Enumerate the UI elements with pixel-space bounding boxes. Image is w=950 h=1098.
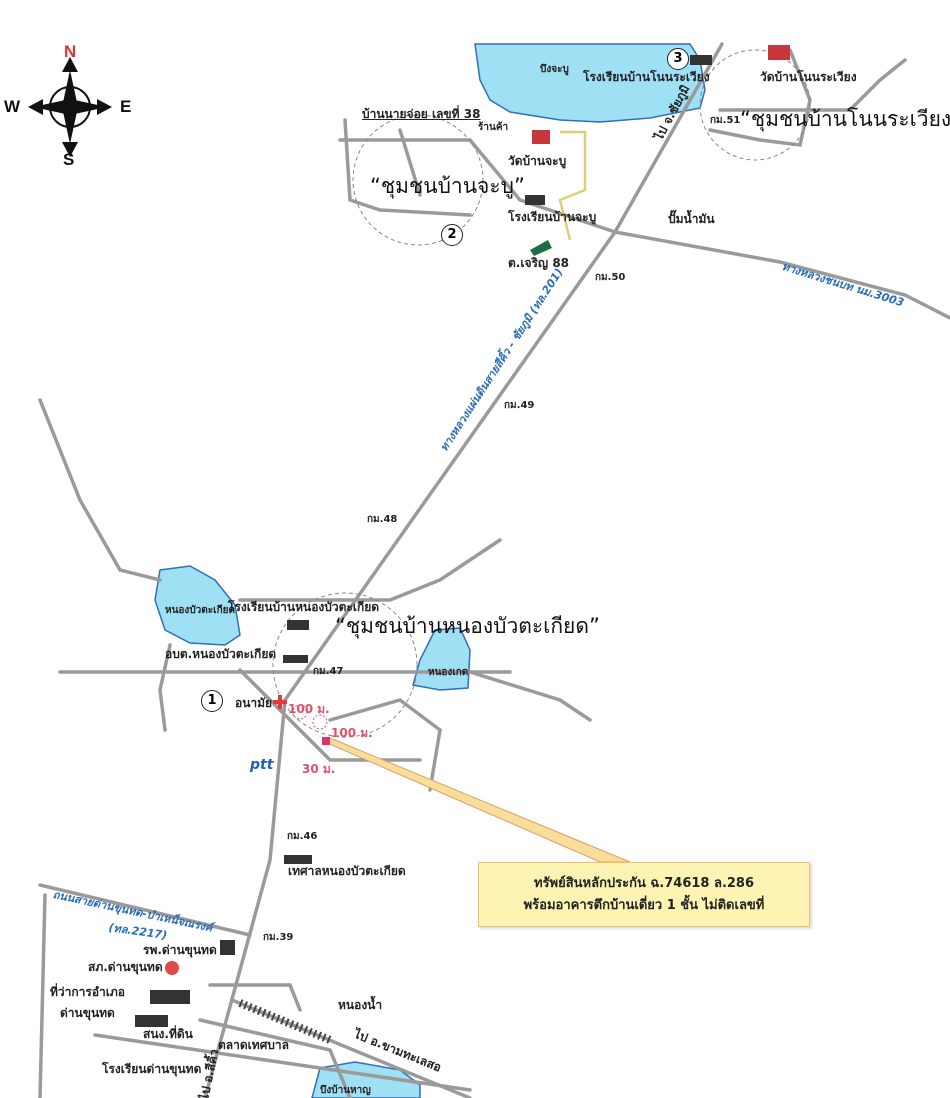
label-police: สภ.ด่านขุนทด [88, 960, 163, 974]
label-hospital: รพ.ด่านขุนทด [143, 943, 217, 957]
lake-nong-ket [412, 627, 471, 691]
km-49: กม.49 [504, 400, 535, 411]
lake-nong-bua [154, 565, 241, 646]
temple-icons [532, 45, 790, 144]
distance-circle [292, 704, 308, 720]
compass-e: E [120, 97, 132, 116]
marker-3: 3 [667, 48, 689, 70]
km-51: กม.51 [710, 115, 741, 126]
label-land-office: สนง.ที่ดิน [143, 1027, 193, 1041]
label-health: อนามัย [235, 696, 273, 710]
property-callout: ทรัพย์สินหลักประกัน ฉ.74618 ล.286 พร้อมอ… [478, 862, 810, 927]
water-bueng-ban-han: บึงบ้านหาญ [320, 1085, 371, 1096]
compass-n: N [64, 42, 77, 61]
label-municipality: เทศาลหนองบัวตะเกียด [288, 864, 406, 878]
label-district-office-1: ที่ว่าการอำเภอ [50, 985, 125, 999]
callout-pointer [324, 737, 631, 863]
water-nong-nam: หนองน้ำ [338, 998, 383, 1012]
police-icon [165, 961, 179, 975]
label-school-nonrawiang: โรงเรียนบ้านโนนระเวียง [583, 70, 710, 84]
marker-1: 1 [201, 690, 223, 712]
label-school-dankhuntot: โรงเรียนด่านขุนทด [102, 1062, 202, 1076]
label-shop: ร้านค้า [478, 122, 509, 133]
distance-circle [312, 714, 328, 730]
community-nonrawiang: “ชุมชนบ้านโนนระเวียง” [740, 107, 950, 131]
distance-3: 30 ม. [302, 762, 336, 776]
water-bueng-chabu: บึงจะบู [540, 64, 569, 75]
callout-line-2: พร้อมอาคารตึกบ้านเดี่ยว 1 ชั้น ไม่ติดเลข… [523, 897, 765, 913]
hatched-road [238, 999, 332, 1044]
community-circle-nonrawiang [699, 49, 811, 161]
shop-icon [530, 240, 552, 256]
yellow-road [558, 130, 587, 241]
callout-line-1: ทรัพย์สินหลักประกัน ฉ.74618 ล.286 [533, 875, 755, 891]
label-charoen: ต.เจริญ 88 [508, 256, 570, 270]
building-icons [135, 55, 712, 1027]
community-circle-nongbua [272, 592, 418, 738]
water-nong-ket: หนองเกด [428, 667, 469, 678]
label-market: ตลาดเทศบาล [218, 1038, 290, 1052]
label-house-38: บ้านนายจ่อย เลขที่ 38 [362, 107, 481, 121]
property-marker [322, 737, 330, 745]
distance-2: 100 ม. [331, 726, 373, 740]
label-school-nongbua: โรงเรียนบ้านหนองบัวตะเกียด [228, 600, 380, 614]
distance-1: 100 ม. [288, 702, 330, 716]
label-school-chabu: โรงเรียนบ้านจะบู [508, 210, 597, 224]
km-48: กม.48 [367, 514, 398, 525]
label-wat-chabu: วัดบ้านจะบู [508, 154, 567, 168]
compass-s: S [63, 150, 75, 169]
marker-2: 2 [441, 224, 463, 246]
community-nongbua: “ชุมชนบ้านหนองบัวตะเกียด” [335, 614, 600, 638]
water-nong-bua: หนองบัวตะเกียด [165, 605, 235, 616]
community-circle-chabu [352, 114, 484, 246]
community-chabu: “ชุมชนบ้านจะบู” [370, 174, 525, 198]
km-39: กม.39 [263, 932, 294, 943]
km-47: กม.47 [313, 666, 344, 677]
km-46: กม.46 [287, 831, 318, 842]
label-wat-nonrawiang: วัดบ้านโนนระเวียง [760, 70, 857, 84]
label-obt: อบต.หนองบัวตะเกียด [165, 647, 277, 661]
label-district-office-2: ด่านขุนทด [60, 1006, 115, 1020]
km-50: กม.50 [595, 272, 626, 283]
compass-w: W [4, 97, 21, 116]
label-gas-pump: ปั๊มน้ำมัน [668, 212, 715, 226]
ptt-logo: ptt [250, 757, 274, 773]
health-cross-icon [273, 695, 287, 709]
compass-icon [28, 57, 112, 157]
